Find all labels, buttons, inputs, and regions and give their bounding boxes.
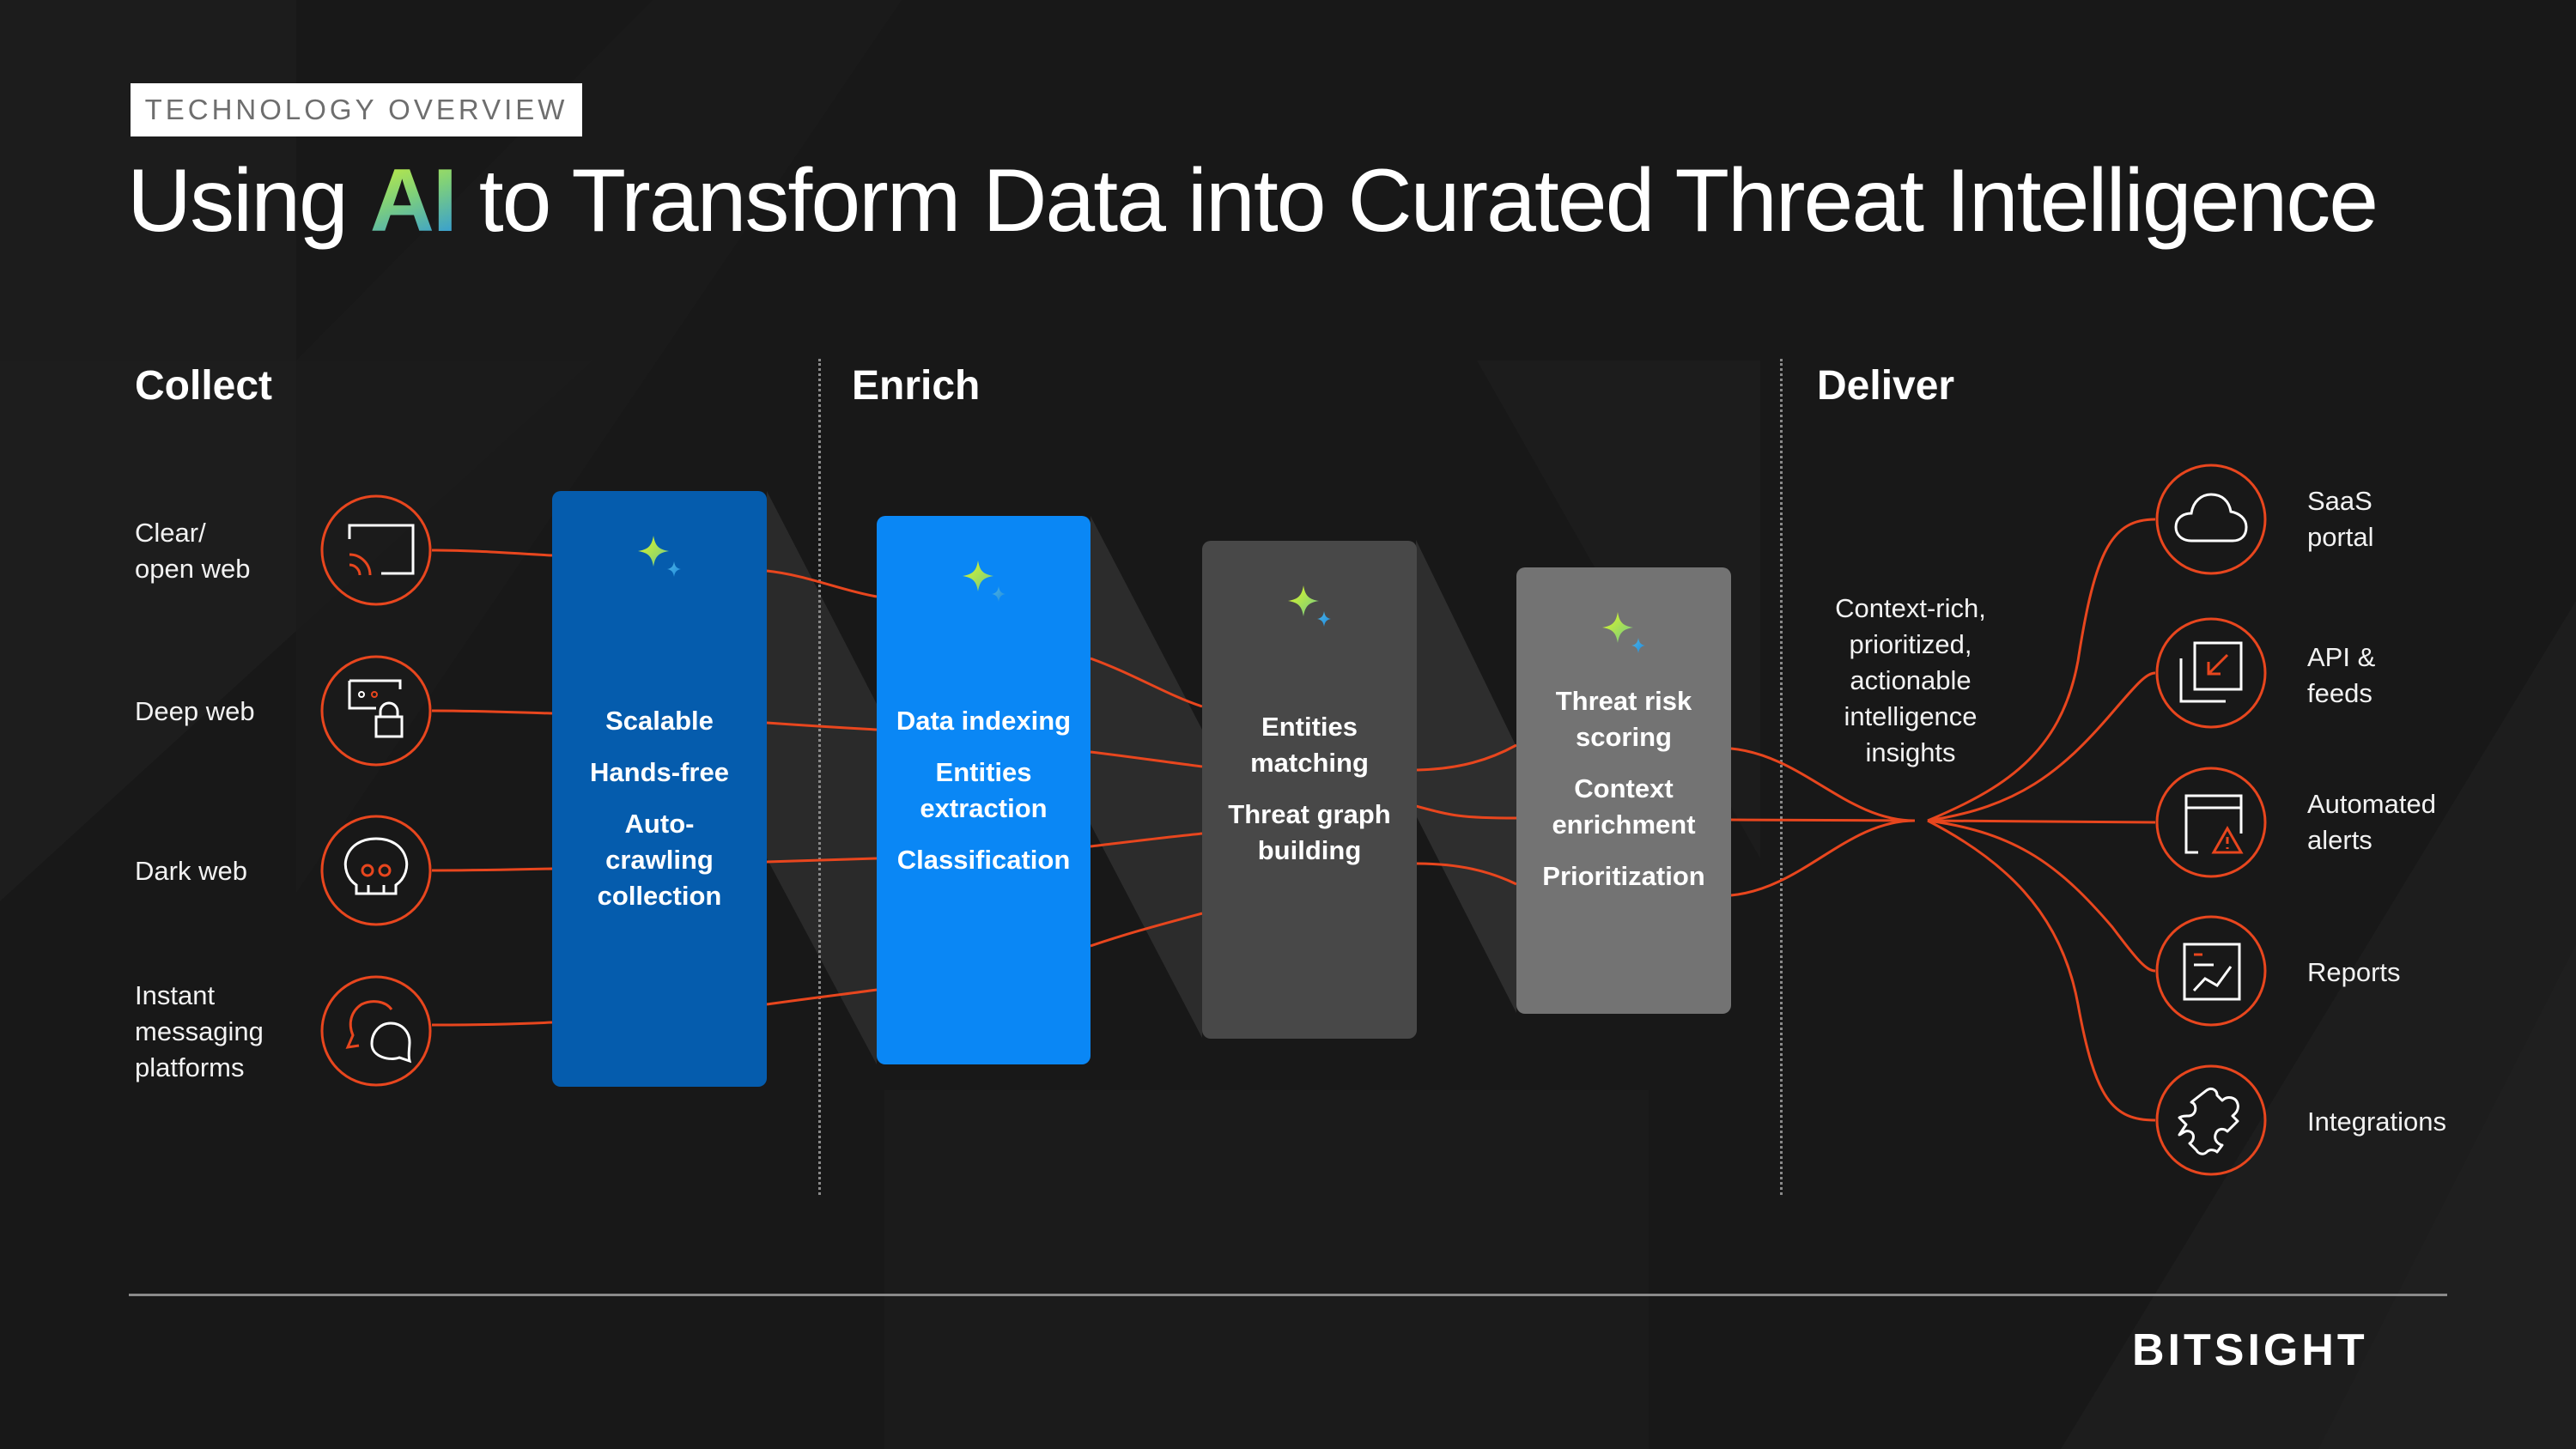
bitsight-logo: BITSIGHT [2132, 1325, 2368, 1375]
stage-item: Threat risk scoring [1555, 686, 1692, 752]
page-title: Using AI to Transform Data into Curated … [127, 156, 2379, 246]
output-label-line: Integrations [2307, 1106, 2446, 1137]
stage-item: Scalable [605, 706, 714, 736]
source-label-line: platforms [135, 1052, 245, 1082]
ai-sparkle-icon [962, 561, 1005, 602]
chat-bubbles-icon [320, 975, 432, 1087]
summary-line: prioritized, [1849, 629, 1972, 659]
summary-line: actionable [1850, 665, 1971, 695]
summary-line: insights [1865, 737, 1956, 767]
source-label-messaging: Instant messaging platforms [135, 978, 264, 1086]
section-enrich-heading: Enrich [852, 363, 981, 409]
section-deliver-heading: Deliver [1817, 363, 1955, 409]
summary-line: intelligence [1844, 701, 1978, 731]
output-label-line: portal [2307, 522, 2374, 552]
title-ai-highlight: AI [369, 151, 458, 251]
output-label-saas: SaaS portal [2307, 483, 2374, 555]
output-label-line: feeds [2307, 678, 2372, 708]
source-label-line: open web [135, 554, 251, 584]
section-collect-heading: Collect [135, 363, 273, 409]
source-label-line: messaging [135, 1016, 264, 1046]
source-label-line: Clear/ [135, 518, 206, 548]
output-label-api: API & feeds [2307, 640, 2375, 712]
stage-box-matching: Entities matching Threat graph building [1202, 541, 1417, 1039]
stage-box-scoring: Threat risk scoring Context enrichment P… [1516, 567, 1731, 1014]
title-prefix: Using [127, 151, 370, 251]
category-badge-label: TECHNOLOGY OVERVIEW [144, 94, 568, 125]
source-label-line: Deep web [135, 696, 255, 726]
stage-box-indexing: Data indexing Entities extraction Classi… [877, 516, 1091, 1064]
source-label-clear-web: Clear/ open web [135, 515, 250, 587]
source-label-dark-web: Dark web [135, 853, 247, 889]
divider-collect-enrich [818, 359, 821, 1195]
output-label-line: alerts [2307, 825, 2372, 855]
summary-line: Context-rich, [1835, 593, 1986, 623]
source-label-line: Instant [135, 980, 216, 1010]
source-label-deep-web: Deep web [135, 694, 255, 730]
stage-item: Prioritization [1542, 861, 1705, 891]
stage-item: Context enrichment [1552, 773, 1696, 840]
output-label-line: SaaS [2307, 486, 2372, 516]
deliver-summary: Context-rich, prioritized, actionable in… [1803, 591, 2018, 771]
stage-box-collection: Scalable Hands-free Auto-crawling collec… [552, 491, 767, 1087]
category-badge: TECHNOLOGY OVERVIEW [131, 83, 582, 136]
api-feed-icon [2155, 617, 2267, 729]
output-label-alerts: Automated alerts [2307, 786, 2436, 858]
stage-item: Classification [896, 845, 1071, 875]
alert-window-icon [2155, 767, 2267, 878]
cloud-icon [2155, 464, 2267, 575]
stage-item: Hands-free [590, 757, 729, 787]
locked-window-icon [320, 655, 432, 767]
stage-item: Entities extraction [920, 757, 1048, 823]
stage-item: Data indexing [896, 706, 1072, 736]
cast-screen-icon [320, 494, 432, 606]
output-label-line: Reports [2307, 957, 2401, 987]
puzzle-icon [2155, 1064, 2267, 1176]
output-label-line: API & [2307, 642, 2376, 672]
stage-item: Entities matching [1250, 712, 1369, 778]
report-chart-icon [2155, 915, 2267, 1027]
output-label-integrations: Integrations [2307, 1104, 2446, 1140]
divider-enrich-deliver [1780, 359, 1783, 1195]
output-label-line: Automated [2307, 789, 2436, 819]
stage-item: Auto-crawling collection [597, 809, 722, 911]
stage-item: Threat graph building [1228, 799, 1391, 865]
output-label-reports: Reports [2307, 955, 2401, 991]
ai-sparkle-icon [638, 536, 681, 577]
title-suffix: to Transform Data into Curated Threat In… [455, 151, 2379, 251]
footer-divider [129, 1294, 2447, 1296]
skull-icon [320, 815, 432, 926]
ai-sparkle-icon [1288, 585, 1331, 627]
ai-sparkle-icon [1602, 612, 1645, 653]
source-label-line: Dark web [135, 856, 247, 886]
